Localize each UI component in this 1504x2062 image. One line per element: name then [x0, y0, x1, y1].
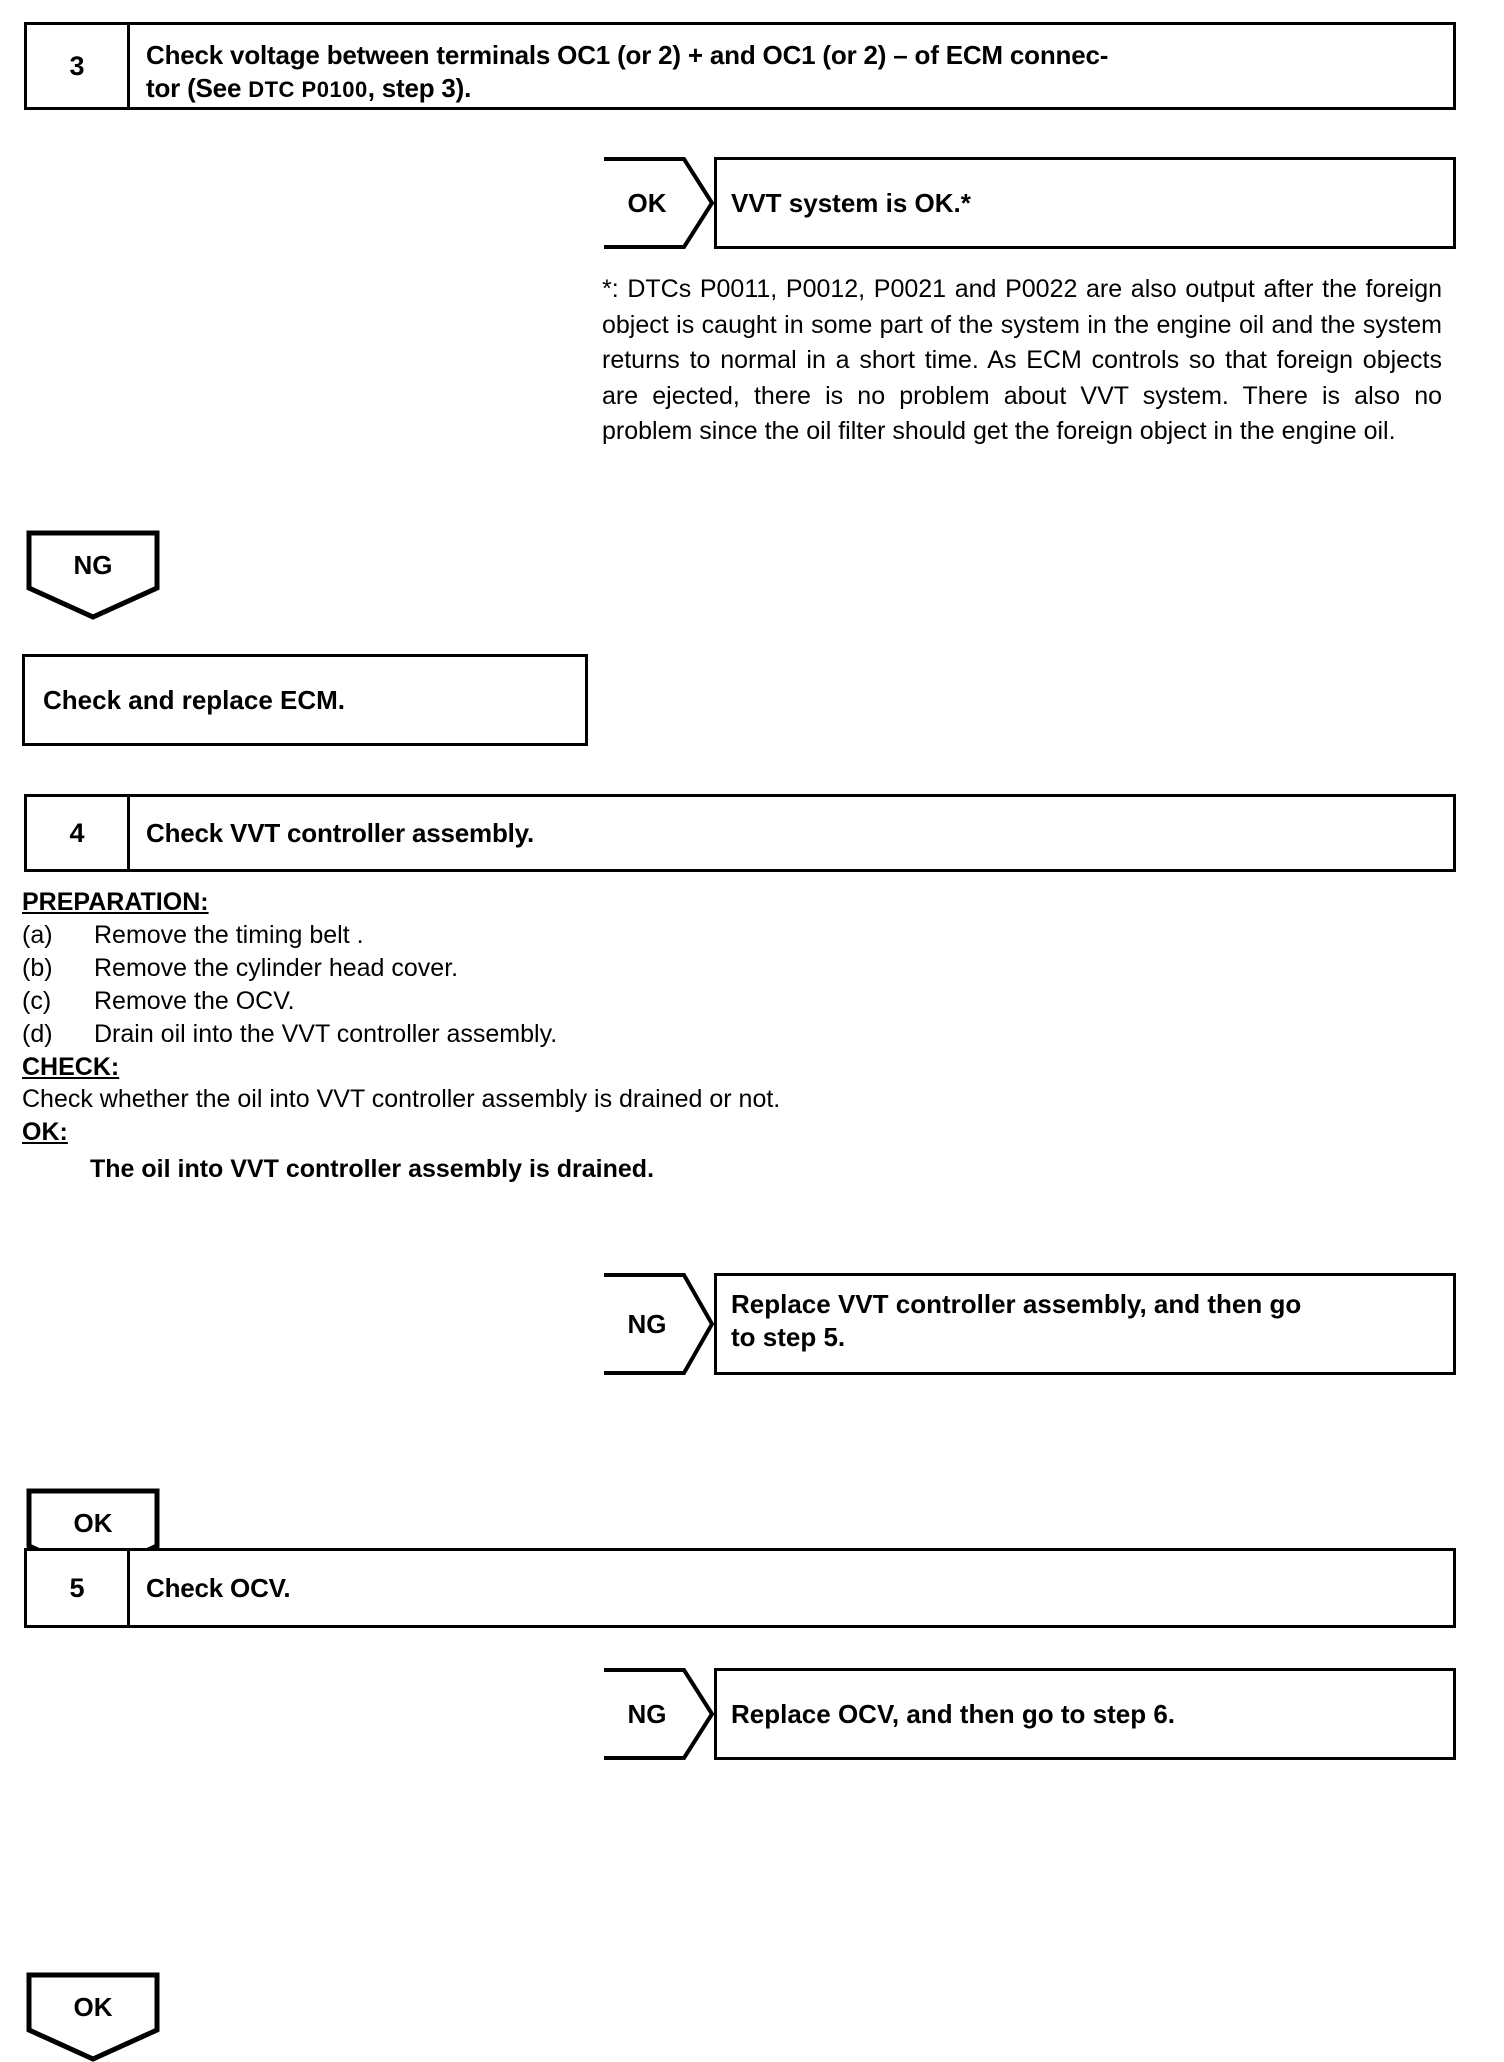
step-5-text: Check OCV. — [130, 1551, 1453, 1625]
preparation-item-a-label: (a) — [22, 920, 53, 949]
branch-tag-ng-ocv-label: NG — [627, 1698, 667, 1729]
down-chevron-shape-icon — [26, 530, 160, 620]
preparation-item-a-text: Remove the timing belt . — [94, 920, 364, 949]
preparation-section: PREPARATION: (a) Remove the timing belt … — [22, 886, 922, 1186]
step-5-box: 5 Check OCV. — [24, 1548, 1456, 1628]
branch-tag-ok: OK — [602, 157, 714, 249]
step-3-text-line1: Check voltage between terminals OC1 (or … — [146, 40, 1109, 70]
preparation-item-c: (c) Remove the OCV. — [22, 985, 922, 1018]
branch-tag-ng-vvt-label: NG — [627, 1308, 667, 1339]
branch-ng-replace-ocv: NG Replace OCV, and then go to step 6. — [602, 1668, 1456, 1760]
branch-result-replace-ocv: Replace OCV, and then go to step 6. — [714, 1668, 1456, 1760]
step-3-text-line2-pre: tor (See — [146, 72, 249, 103]
preparation-item-c-label: (c) — [22, 986, 52, 1015]
manual-page: 3 Check voltage between terminals OC1 (o… — [22, 22, 1456, 2062]
branch-tag-ng-ocv: NG — [602, 1668, 714, 1760]
action-check-replace-ecm-text: Check and replace ECM. — [43, 684, 345, 715]
preparation-item-c-text: Remove the OCV. — [94, 986, 295, 1015]
arrow-tag-shape-icon — [604, 1668, 714, 1760]
branch-ng-replace-vvt-controller: NG Replace VVT controller assembly, and … — [602, 1273, 1456, 1375]
branch-result-vvt-ok-text: VVT system is OK.* — [731, 187, 971, 218]
preparation-item-d-text: Drain oil into the VVT controller assemb… — [94, 1019, 558, 1048]
preparation-item-d: (d) Drain oil into the VVT controller as… — [22, 1018, 922, 1051]
step-3-text-line2-post: , step 3). — [367, 72, 472, 103]
step-5-number: 5 — [27, 1551, 130, 1625]
branch-result-replace-vvt-line1: Replace VVT controller assembly, and the… — [731, 1289, 1302, 1319]
footnote-text: *: DTCs P0011, P0012, P0021 and P0022 ar… — [602, 275, 1442, 445]
preparation-item-b: (b) Remove the cylinder head cover. — [22, 952, 922, 985]
preparation-item-b-label: (b) — [22, 953, 53, 982]
step-4-number: 4 — [27, 797, 130, 869]
branch-tag-ng-vvt: NG — [602, 1273, 714, 1375]
step-3-dtc-reference: DTC P0100 — [248, 76, 368, 102]
branch-result-vvt-ok: VVT system is OK.* — [714, 157, 1456, 249]
branch-tag-ok-label: OK — [627, 187, 667, 218]
branch-result-replace-vvt: Replace VVT controller assembly, and the… — [714, 1273, 1456, 1375]
branch-result-replace-vvt-line2: to step 5. — [731, 1321, 846, 1352]
step-4-box: 4 Check VVT controller assembly. — [24, 794, 1456, 872]
branch-ok-vvt-system: OK VVT system is OK.* — [602, 157, 1456, 249]
ok-heading: OK: — [22, 1118, 68, 1146]
step-4-text: Check VVT controller assembly. — [130, 797, 1453, 869]
arrow-tag-shape-icon — [604, 157, 714, 249]
step-3-box: 3 Check voltage between terminals OC1 (o… — [24, 22, 1456, 110]
check-text: Check whether the oil into VVT controlle… — [22, 1085, 781, 1113]
ok-text: The oil into VVT controller assembly is … — [22, 1149, 922, 1186]
chevron-ok-to-step6: OK — [26, 1972, 160, 2062]
preparation-item-d-label: (d) — [22, 1019, 53, 1048]
branch-result-replace-ocv-text: Replace OCV, and then go to step 6. — [731, 1698, 1176, 1729]
chevron-ok-2-label: OK — [73, 1992, 113, 2022]
action-check-replace-ecm: Check and replace ECM. — [22, 654, 588, 746]
chevron-ng-label: NG — [73, 550, 113, 580]
step-3-text: Check voltage between terminals OC1 (or … — [130, 25, 1453, 107]
preparation-item-b-text: Remove the cylinder head cover. — [94, 953, 459, 982]
check-heading: CHECK: — [22, 1052, 120, 1081]
arrow-tag-shape-icon — [604, 1273, 714, 1375]
preparation-heading: PREPARATION: — [22, 888, 209, 916]
preparation-item-a: (a) Remove the timing belt . — [22, 919, 922, 952]
step-5-text-label: Check OCV. — [146, 1572, 291, 1603]
step-3-number: 3 — [27, 25, 130, 107]
chevron-ng-to-ecm: NG — [26, 530, 160, 620]
footnote-paragraph: *: DTCs P0011, P0012, P0021 and P0022 ar… — [602, 272, 1442, 450]
ok-text-label: The oil into VVT controller assembly is … — [90, 1154, 655, 1183]
step-4-text-label: Check VVT controller assembly. — [146, 817, 534, 848]
chevron-ok-label: OK — [73, 1508, 113, 1538]
